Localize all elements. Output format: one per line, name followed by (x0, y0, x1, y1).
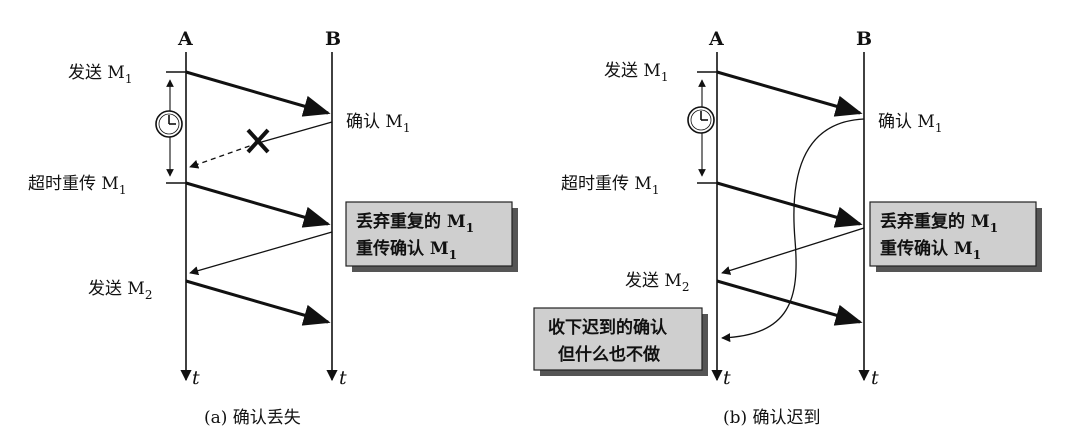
node-b-label: B (325, 28, 341, 50)
note-late-line1: 收下迟到的确认 (548, 317, 668, 338)
note-late-line2: 但什么也不做 (558, 344, 661, 365)
clock-icon (687, 106, 715, 134)
time-axis-label-a: t (192, 367, 200, 389)
note-line1: 丢弃重复的 M1 (880, 211, 998, 235)
event-send-m1: 发送 M1 (604, 61, 668, 84)
lost-x-icon (246, 128, 270, 154)
msg-ack-m1-resend (721, 227, 865, 275)
msg-ack-m1-delayed (721, 118, 865, 343)
event-send-m2: 发送 M2 (625, 271, 689, 294)
msg-ack-m1-dashed (189, 142, 259, 169)
msg-m2 (716, 279, 863, 326)
event-send-m1: 发送 M1 (68, 63, 132, 86)
note-late-ack: 收下迟到的确认 但什么也不做 (533, 307, 708, 376)
time-axis-label-a: t (723, 367, 731, 389)
msg-ack-m1-lost (257, 121, 333, 144)
event-retransmit-m1: 超时重传 M1 (28, 174, 126, 197)
clock-icon (155, 110, 183, 138)
panel-b: A B t t 发送 M1 超时重传 M1 发送 M2 确认 M1 丢弃重复的 … (533, 28, 1042, 428)
caption-b: (b) 确认迟到 (723, 408, 821, 428)
caption-a: (a) 确认丢失 (204, 408, 301, 428)
event-ack-m1: 确认 M1 (346, 112, 410, 135)
msg-m1 (716, 70, 863, 117)
time-axis-label-b: t (339, 367, 347, 389)
note-discard-duplicate: 丢弃重复的 M1 重传确认 M1 (869, 201, 1042, 272)
event-ack-m1: 确认 M1 (878, 112, 942, 135)
event-send-m2: 发送 M2 (88, 279, 152, 302)
node-b-label: B (856, 28, 872, 50)
msg-ack-m1-resend (189, 231, 333, 276)
time-axis-label-b: t (871, 367, 879, 389)
msg-m1 (185, 70, 331, 117)
panel-a: A B t t 发送 M1 超时重传 M1 发送 M2 确认 M1 (28, 28, 518, 428)
note-line1: 丢弃重复的 M1 (356, 211, 474, 235)
note-discard-duplicate: 丢弃重复的 M1 重传确认 M1 (345, 201, 518, 272)
note-line2: 重传确认 M1 (356, 238, 457, 262)
note-line2: 重传确认 M1 (880, 238, 981, 262)
event-retransmit-m1: 超时重传 M1 (561, 174, 659, 197)
msg-m1-retransmit (716, 181, 863, 228)
msg-m2 (185, 279, 331, 326)
msg-m1-retransmit (185, 181, 331, 228)
node-a-label: A (177, 28, 193, 50)
node-a-label: A (708, 28, 724, 50)
